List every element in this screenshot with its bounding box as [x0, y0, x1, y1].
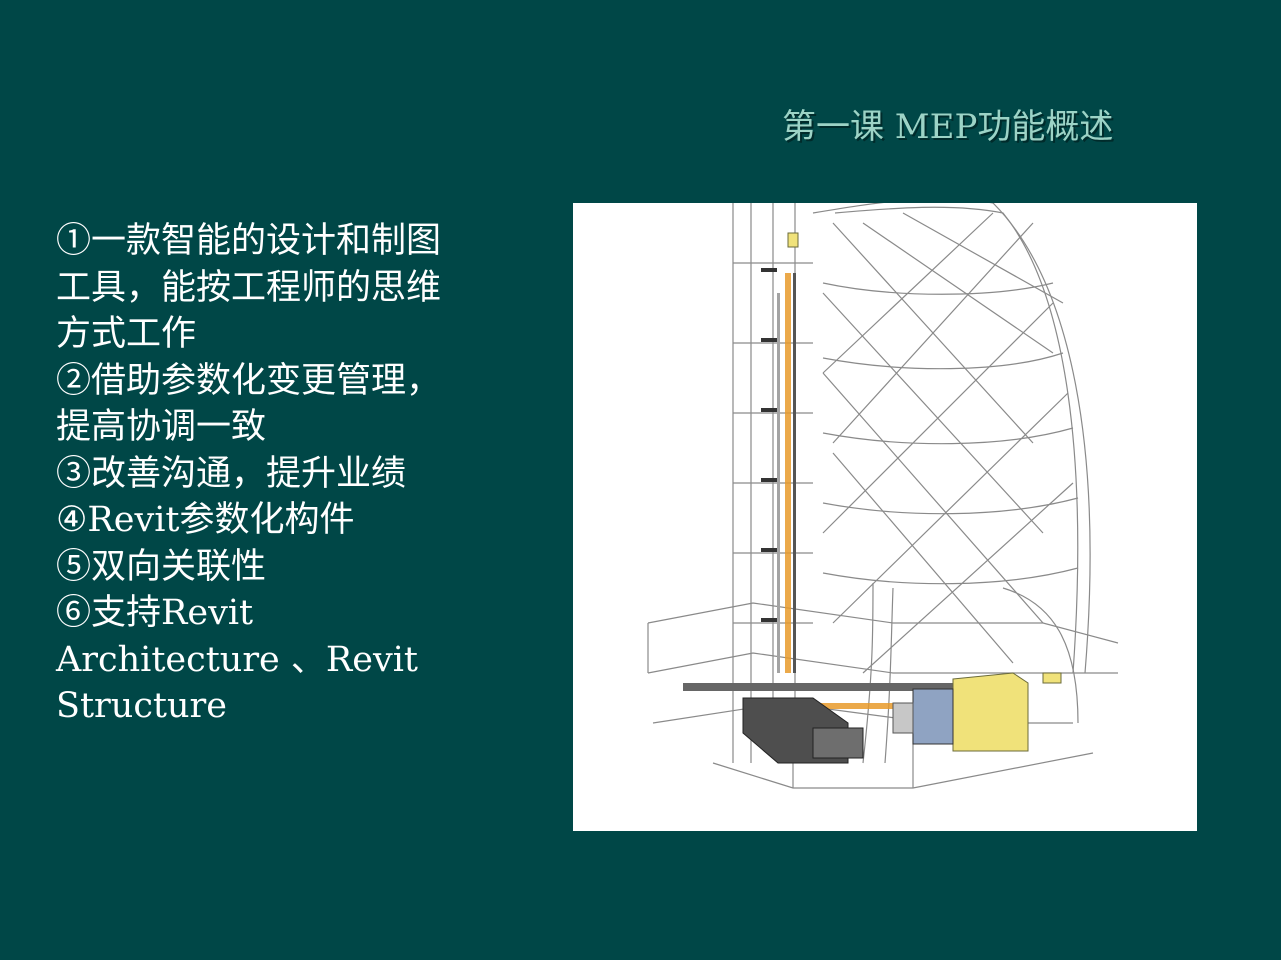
- bullet-line: 提高协调一致: [56, 407, 267, 447]
- bullet-line: ⑤双向关联性: [56, 546, 267, 587]
- bullet-line: ②借助参数化变更管理，: [56, 360, 442, 401]
- bullet-line: 工具，能按工程师的思维: [56, 267, 442, 308]
- bullet-list: ①一款智能的设计和制图 工具，能按工程师的思维 方式工作 ②借助参数化变更管理，…: [56, 218, 496, 730]
- bullet-line: ①一款智能的设计和制图: [56, 221, 442, 261]
- bullet-line: 方式工作: [56, 314, 197, 354]
- bullet-line: Architecture 、Revit: [56, 639, 418, 680]
- bullet-line: ④Revit参数化构件: [56, 500, 355, 540]
- building-mep-model-icon: [647, 203, 1119, 789]
- bullet-line: ⑥支持Revit: [56, 593, 254, 633]
- bullet-line: ③改善沟通，提升业绩: [56, 453, 407, 494]
- slide-title: 第一课 MEP功能概述: [782, 107, 1114, 147]
- bullet-line: Structure: [56, 686, 227, 726]
- building-mep-figure: [573, 203, 1197, 831]
